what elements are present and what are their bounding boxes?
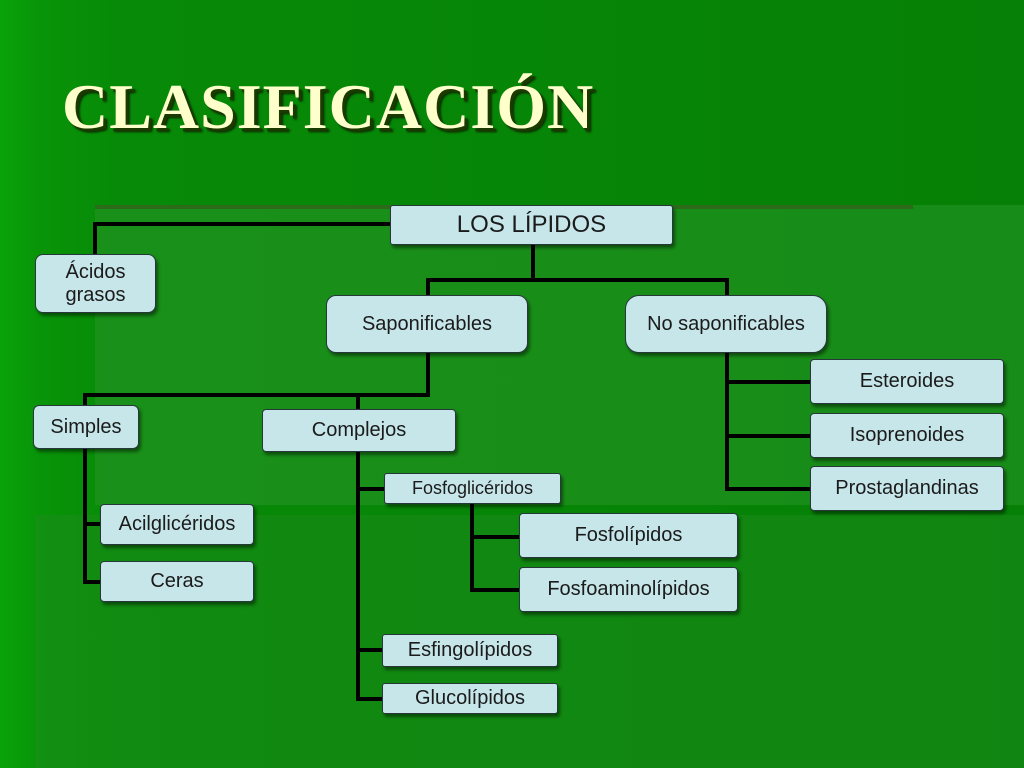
node-ceras: Ceras <box>100 561 254 602</box>
node-acilgliceridos: Acilglicéridos <box>100 504 254 545</box>
link-sapon-branches <box>83 351 430 412</box>
node-label: LOS LÍPIDOS <box>456 211 607 239</box>
link-root-branches <box>426 243 729 298</box>
link-simples-children <box>83 447 104 584</box>
node-complejos: Complejos <box>262 409 456 452</box>
node-label: Prostaglandinas <box>835 477 979 499</box>
node-isoprenoides: Isoprenoides <box>810 413 1004 458</box>
node-fosfoaminolipidos: Fosfoaminolípidos <box>519 567 738 612</box>
node-label: Fosfoglicéridos <box>411 478 534 499</box>
node-label: Fosfoaminolípidos <box>547 578 710 600</box>
node-label: Isoprenoides <box>849 424 965 446</box>
node-esfingolipidos: Esfingolípidos <box>382 634 558 667</box>
node-label: Acilglicéridos <box>118 513 236 535</box>
node-label: Saponificables <box>361 312 493 335</box>
node-label: No saponificables <box>647 312 805 335</box>
node-no-saponificables: No saponificables <box>625 295 827 353</box>
node-label: Ceras <box>150 570 204 592</box>
node-fosfogliceridos: Fosfoglicéridos <box>384 473 561 504</box>
link-complejos-children <box>356 450 388 701</box>
node-saponificables: Saponificables <box>326 295 528 353</box>
node-label: Esteroides <box>859 370 955 392</box>
link-fosfo-children <box>470 501 522 592</box>
node-simples: Simples <box>33 405 139 449</box>
node-fosfolipidos: Fosfolípidos <box>519 513 738 558</box>
node-label: Glucolípidos <box>414 687 526 709</box>
link-root-acidos <box>93 222 394 257</box>
node-esteroides: Esteroides <box>810 359 1004 404</box>
slide-title: CLASIFICACIÓN <box>62 71 595 142</box>
node-label: Esfingolípidos <box>407 639 533 661</box>
node-label: Complejos <box>311 419 407 441</box>
link-nosapon-children <box>725 351 814 491</box>
node-glucolipidos: Glucolípidos <box>382 683 558 714</box>
node-los-lipidos: LOS LÍPIDOS <box>390 205 673 245</box>
node-prostaglandinas: Prostaglandinas <box>810 466 1004 511</box>
node-label: Simples <box>50 415 122 438</box>
node-label: Fosfolípidos <box>574 524 683 546</box>
